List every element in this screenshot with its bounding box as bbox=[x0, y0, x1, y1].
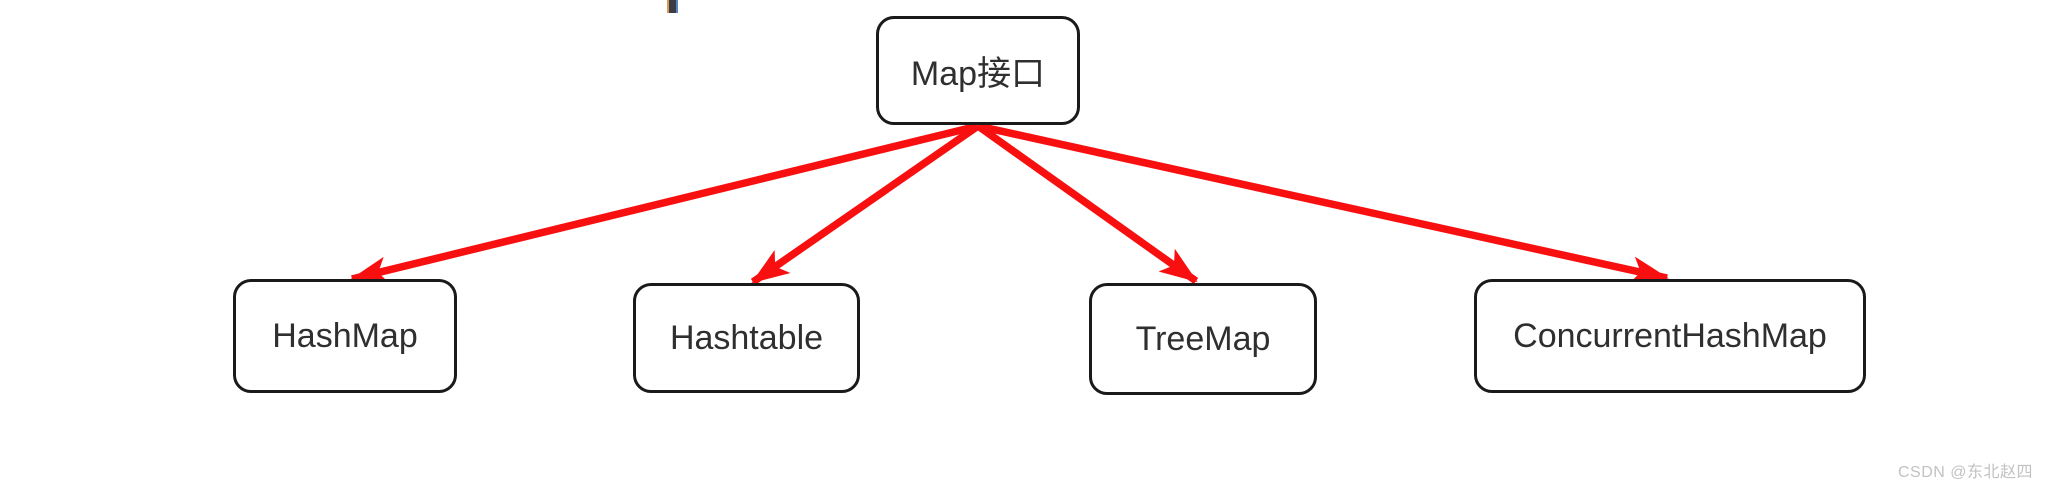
node-concurrenthashmap-label: ConcurrentHashMap bbox=[1513, 316, 1827, 355]
node-hashmap-label: HashMap bbox=[272, 316, 418, 355]
node-hashtable-label: Hashtable bbox=[669, 318, 824, 357]
node-map-interface-label: Map接口 bbox=[910, 55, 1046, 93]
node-treemap-label: TreeMap bbox=[1135, 319, 1271, 358]
node-hashtable: Hashtable bbox=[633, 283, 860, 393]
cropped-text-artifact bbox=[667, 0, 678, 13]
watermark: CSDN @东北赵四 bbox=[1897, 464, 2033, 481]
arrow-root-to-hashmap bbox=[350, 122, 979, 285]
arrow-root-to-hashtable bbox=[750, 122, 981, 286]
node-concurrenthashmap: ConcurrentHashMap bbox=[1474, 279, 1866, 393]
node-treemap: TreeMap bbox=[1089, 283, 1317, 395]
arrow-root-to-concurrenthashmap bbox=[977, 122, 1669, 284]
arrow-root-to-treemap bbox=[975, 122, 1199, 285]
node-map-interface: Map接口 bbox=[876, 16, 1080, 125]
node-hashmap: HashMap bbox=[233, 279, 457, 393]
